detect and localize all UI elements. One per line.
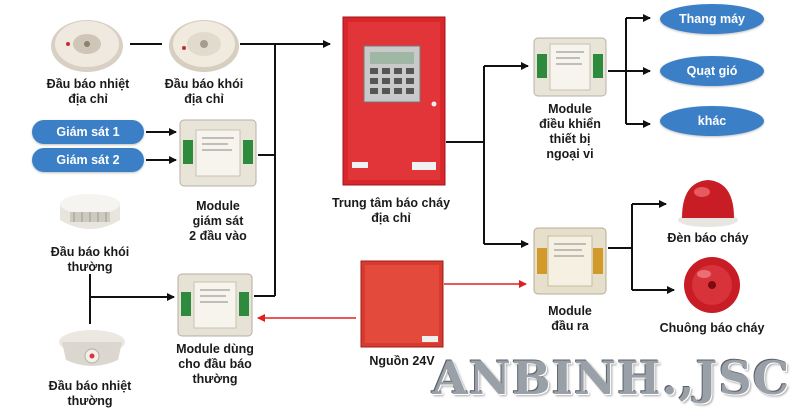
fire-alarm-panel-label: Trung tâm báo cháy địa chỉ xyxy=(331,196,451,225)
smoke-detector-addressable-icon xyxy=(169,20,239,72)
monitor-module-label: Module giám sát 2 đầu vào xyxy=(189,199,247,243)
monitor-module-icon xyxy=(179,119,257,187)
smoke-detector-conventional-icon xyxy=(60,194,120,229)
monitor-input-2-pill: Giám sát 2 xyxy=(32,148,144,172)
anbinh-watermark-logo: ANBINH.,JSC xyxy=(432,351,791,405)
monitor-input-1-pill: Giám sát 1 xyxy=(32,120,144,144)
conventional-module-icon xyxy=(177,273,253,337)
heat-detector-addressable-label: Đầu báo nhiệt địa chỉ xyxy=(46,77,130,106)
heat-detector-conventional-label: Đầu báo nhiệt thường xyxy=(48,379,132,408)
other-pill: khác xyxy=(660,106,764,136)
elevator-pill: Thang máy xyxy=(660,4,764,34)
output-module-icon xyxy=(533,227,607,295)
heat-detector-conventional-icon xyxy=(59,330,125,366)
output-module-label: Module đầu ra xyxy=(548,304,592,333)
fire-alarm-panel-icon xyxy=(342,16,446,186)
fire-bell-label: Chuông báo cháy xyxy=(659,321,765,335)
control-module-label: Module điều khiển thiết bị ngoại vi xyxy=(539,102,601,161)
strobe-light-label: Đèn báo cháy xyxy=(667,231,749,245)
strobe-light-icon xyxy=(678,180,738,227)
smoke-detector-addressable-label: Đầu báo khói địa chỉ xyxy=(164,77,244,106)
smoke-detector-conventional-label: Đầu báo khói thường xyxy=(50,245,130,274)
heat-detector-addressable-icon xyxy=(51,20,123,72)
fan-pill: Quạt gió xyxy=(660,56,764,86)
fire-bell-icon xyxy=(684,257,740,313)
power-supply-icon xyxy=(360,260,444,348)
power-supply-label: Nguồn 24V xyxy=(369,354,435,368)
control-module-icon xyxy=(533,37,607,97)
conventional-module-label: Module dùng cho đầu báo thường xyxy=(176,342,254,386)
